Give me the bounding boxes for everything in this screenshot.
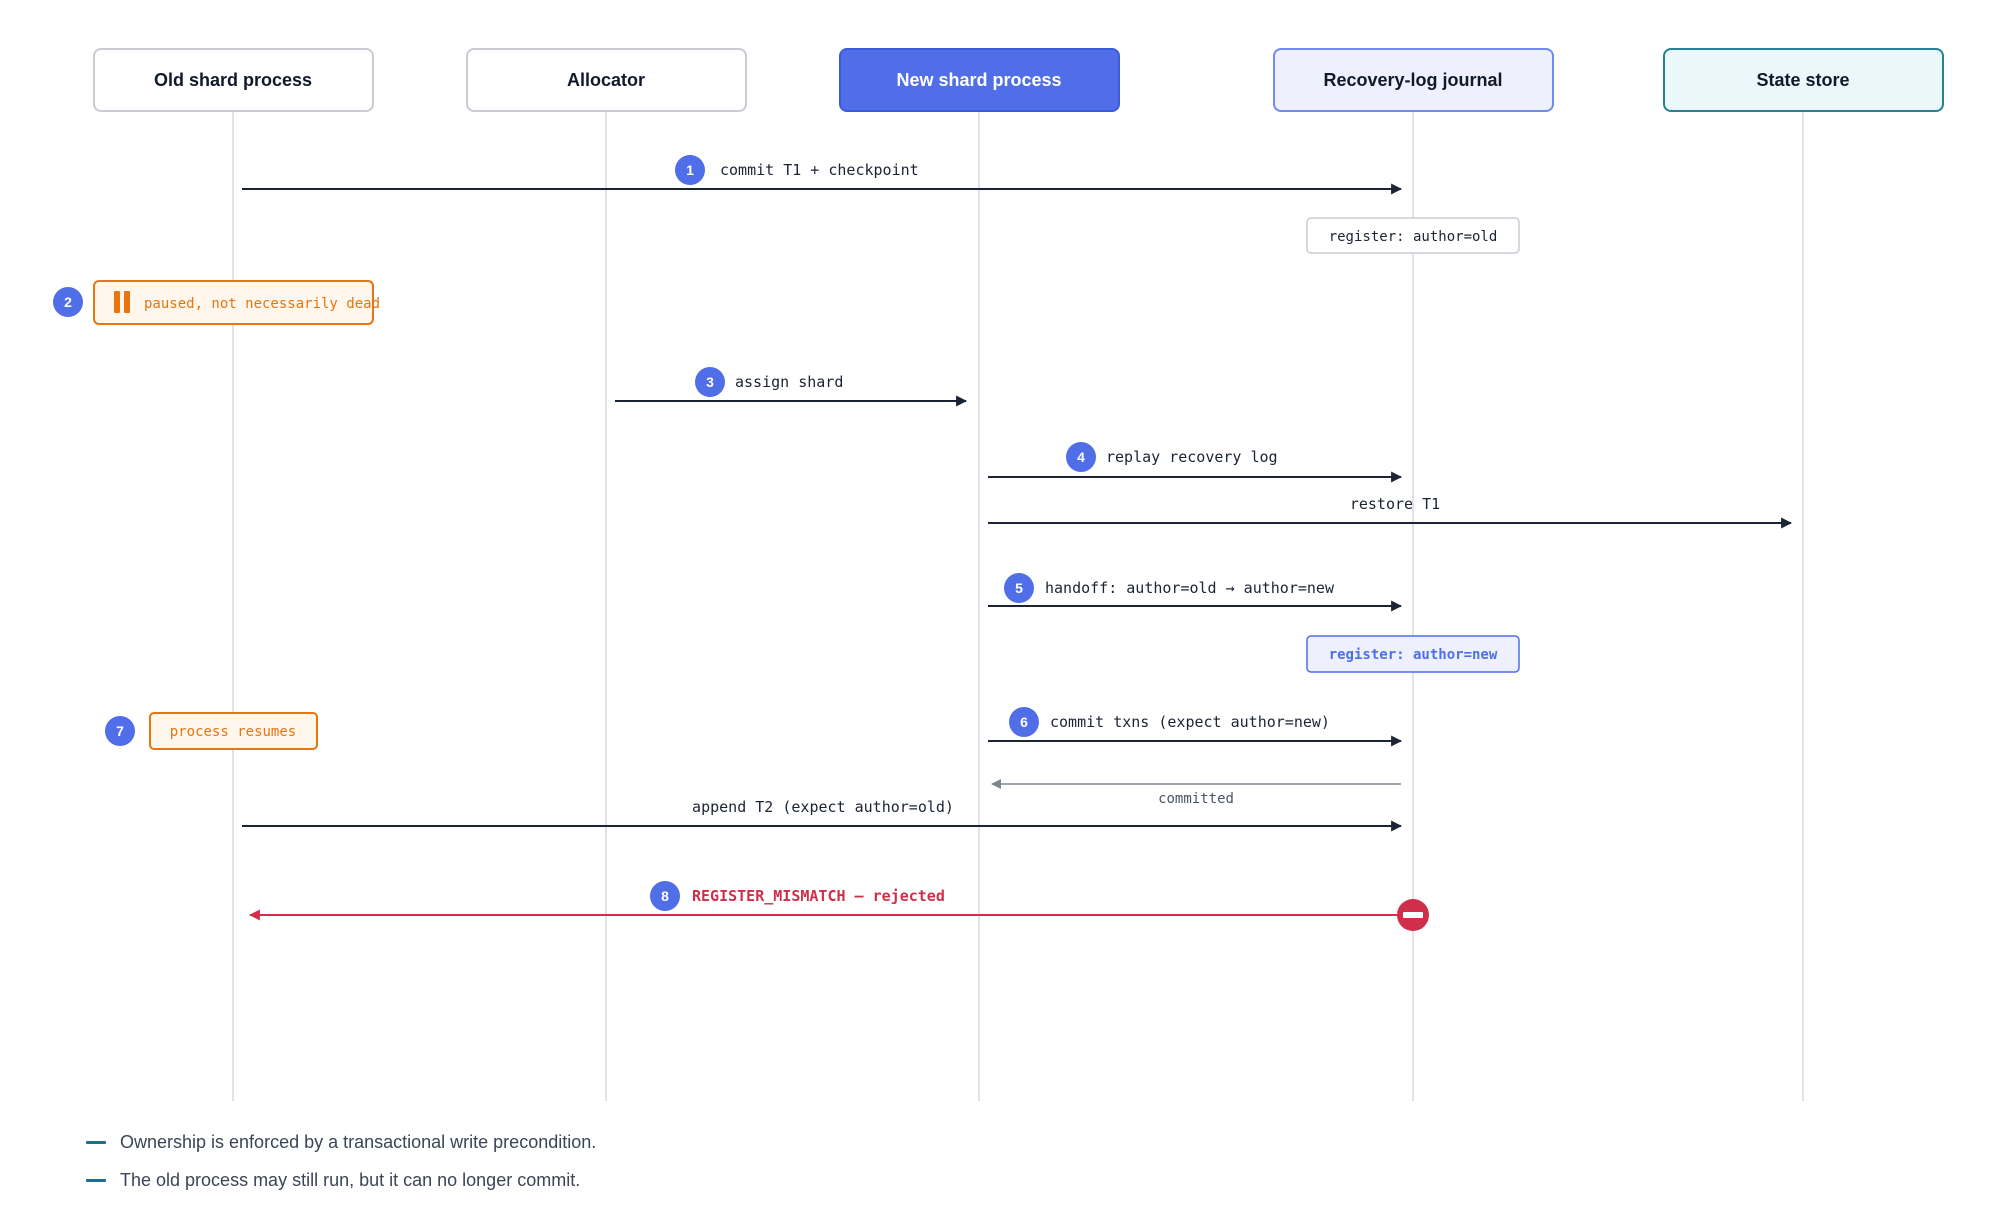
message-label: commit T1 + checkpoint — [720, 161, 919, 179]
step-badge — [1066, 442, 1096, 472]
note-label: process resumes — [170, 724, 296, 740]
message-label: REGISTER_MISMATCH — rejected — [692, 887, 945, 905]
legend-text: The old process may still run, but it ca… — [120, 1170, 581, 1190]
participant-recovery-log-journal: Recovery-log journal — [1273, 48, 1554, 112]
participant-new-shard-process: New shard process — [839, 48, 1120, 112]
message-commit-txns: 6 commit txns (expect author=new) — [988, 707, 1403, 747]
pause-icon — [114, 291, 130, 313]
step-badge — [1004, 573, 1034, 603]
message-append-t2: append T2 (expect author=old) — [242, 798, 1403, 832]
participant-state-store: State store — [1663, 48, 1944, 112]
legend-item: Ownership is enforced by a transactional… — [86, 1132, 597, 1153]
legend-item: The old process may still run, but it ca… — [86, 1170, 581, 1191]
legend-dash — [86, 1141, 106, 1144]
step-number: 5 — [1015, 580, 1023, 596]
step-badge — [650, 881, 680, 911]
message-handoff: 5 handoff: author=old → author=new — [988, 573, 1403, 612]
message-label: handoff: author=old → author=new — [1045, 579, 1335, 597]
participant-label: Recovery-log journal — [1323, 70, 1502, 90]
participant-label: Allocator — [567, 70, 645, 90]
step-badge — [675, 155, 705, 185]
participant-label: Old shard process — [154, 70, 312, 90]
step-badge — [105, 716, 135, 746]
participant-old-shard-process: Old shard process — [93, 48, 374, 112]
message-restore-t1: restore T1 — [988, 495, 1793, 529]
message-commit-t1: 1 commit T1 + checkpoint — [242, 155, 1403, 195]
message-label: replay recovery log — [1106, 448, 1278, 466]
note-label: paused, not necessarily dead — [144, 296, 380, 312]
participant-label: State store — [1756, 70, 1849, 90]
step-number: 1 — [686, 162, 694, 178]
step-number: 6 — [1020, 714, 1028, 730]
message-label: append T2 (expect author=old) — [692, 798, 954, 816]
message-replay-recovery-log: 4 replay recovery log — [988, 442, 1403, 483]
message-register-mismatch: 8 REGISTER_MISMATCH — rejected — [248, 881, 1429, 931]
message-label: committed — [1158, 791, 1234, 807]
rejected-icon — [1397, 899, 1429, 931]
step-number: 8 — [661, 888, 669, 904]
legend-text: Ownership is enforced by a transactional… — [120, 1132, 597, 1152]
step-number: 2 — [64, 294, 72, 310]
message-label: assign shard — [735, 373, 843, 391]
participant-allocator: Allocator — [466, 48, 747, 112]
message-label: restore T1 — [1350, 495, 1440, 513]
reply-committed: committed — [991, 779, 1401, 807]
note-label: register: author=old — [1329, 229, 1498, 245]
legend-dash — [86, 1179, 106, 1182]
message-assign-shard: 3 assign shard — [615, 367, 968, 407]
step-number: 4 — [1077, 449, 1085, 465]
step-badge — [53, 287, 83, 317]
step-number: 3 — [706, 374, 714, 390]
register-note-old: register: author=old — [1306, 217, 1520, 254]
participant-label: New shard process — [896, 70, 1061, 90]
step-badge — [1009, 707, 1039, 737]
resume-state-note: 7 process resumes — [105, 712, 318, 750]
paused-state-note: 2 paused, not necessarily dead — [53, 280, 380, 325]
note-label: register: author=new — [1329, 647, 1498, 663]
step-badge — [695, 367, 725, 397]
message-label: commit txns (expect author=new) — [1050, 713, 1330, 731]
step-number: 7 — [116, 723, 124, 739]
register-note-new: register: author=new — [1306, 635, 1520, 673]
